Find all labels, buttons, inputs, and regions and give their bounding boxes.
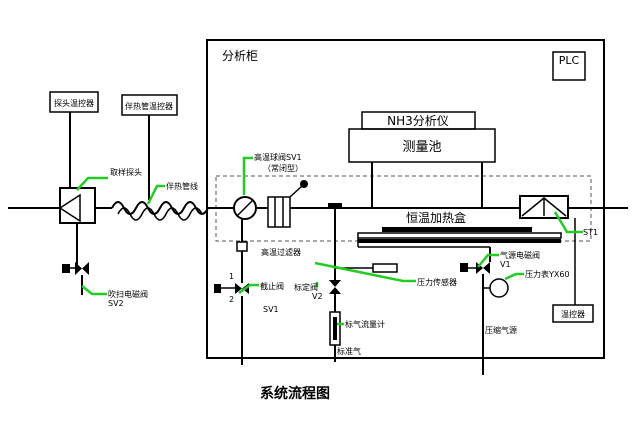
plc-box xyxy=(552,51,586,81)
blow-valve-sv2 xyxy=(75,262,89,275)
port-2-label: 2 xyxy=(229,295,234,304)
probe-temp-controller-label: 探头温控器 xyxy=(54,98,94,108)
pipe-temp-controller-label: 伴热管温控器 xyxy=(125,101,173,111)
cell-label: 测量池 xyxy=(402,140,441,155)
high-temp-filter xyxy=(267,196,291,228)
heater-bar-1 xyxy=(382,227,532,232)
ball-valve-label: 高温球阀SV1 xyxy=(254,152,302,162)
air-valve-label: 气源电磁阀 xyxy=(500,250,540,260)
temp-controller-label: 温控器 xyxy=(561,309,585,319)
blow-valve-label: 吹扫电磁阀 xyxy=(108,289,148,299)
flowmeter-label: 标气流量计 xyxy=(345,319,385,329)
stop-valve-id: SV1 xyxy=(263,305,279,314)
cal-valve-id: V2 xyxy=(312,292,323,301)
port-1-label: 1 xyxy=(229,272,234,281)
std-gas-label: 标准气 xyxy=(337,346,361,356)
probe-temp-controller xyxy=(49,91,99,113)
blow-valve-actuator xyxy=(62,264,70,273)
heat-trace-coil xyxy=(111,201,209,215)
sampling-probe xyxy=(59,187,96,224)
compressed-air-label: 压缩气源 xyxy=(485,325,517,335)
analyzer-label: NH3分析仪 xyxy=(387,114,449,128)
sampling-probe-label: 取样探头 xyxy=(110,167,142,177)
measurement-cell xyxy=(348,128,496,163)
green-pointers xyxy=(76,156,583,326)
temp-controller xyxy=(552,304,594,323)
analysis-cabinet xyxy=(206,39,605,359)
stop-valve xyxy=(235,283,249,294)
heater-bar-2 xyxy=(357,232,562,239)
pressure-gauge xyxy=(489,278,509,298)
calibration-valve-v2 xyxy=(329,280,341,294)
pressure-sensor-label: 压力传感器 xyxy=(417,277,457,287)
pressure-sensor xyxy=(372,263,398,273)
air-valve-v1 xyxy=(476,262,490,274)
cabinet-label: 分析柜 xyxy=(222,49,258,63)
heater-label: 恒温加热盒 xyxy=(406,210,466,225)
filter-label: 高温过滤器 xyxy=(261,247,301,257)
air-valve-id: V1 xyxy=(500,260,511,269)
stop-valve-actuator xyxy=(214,284,221,293)
cal-valve-label: 标定阀 xyxy=(294,282,318,292)
ball-valve-sv1 xyxy=(233,196,257,220)
heat-trace-label: 伴热管线 xyxy=(166,181,198,191)
st1-label: ST1 xyxy=(583,228,598,237)
stop-valve-label: 截止阀 xyxy=(260,281,284,291)
pressure-gauge-label: 压力表YX60 xyxy=(525,269,570,279)
blow-valve-id: SV2 xyxy=(108,299,124,308)
air-valve-actuator xyxy=(460,263,468,272)
plc-label: PLC xyxy=(559,54,580,67)
ball-valve-note: （常闭型） xyxy=(263,164,303,173)
diagram-caption: 系统流程图 xyxy=(260,385,330,402)
